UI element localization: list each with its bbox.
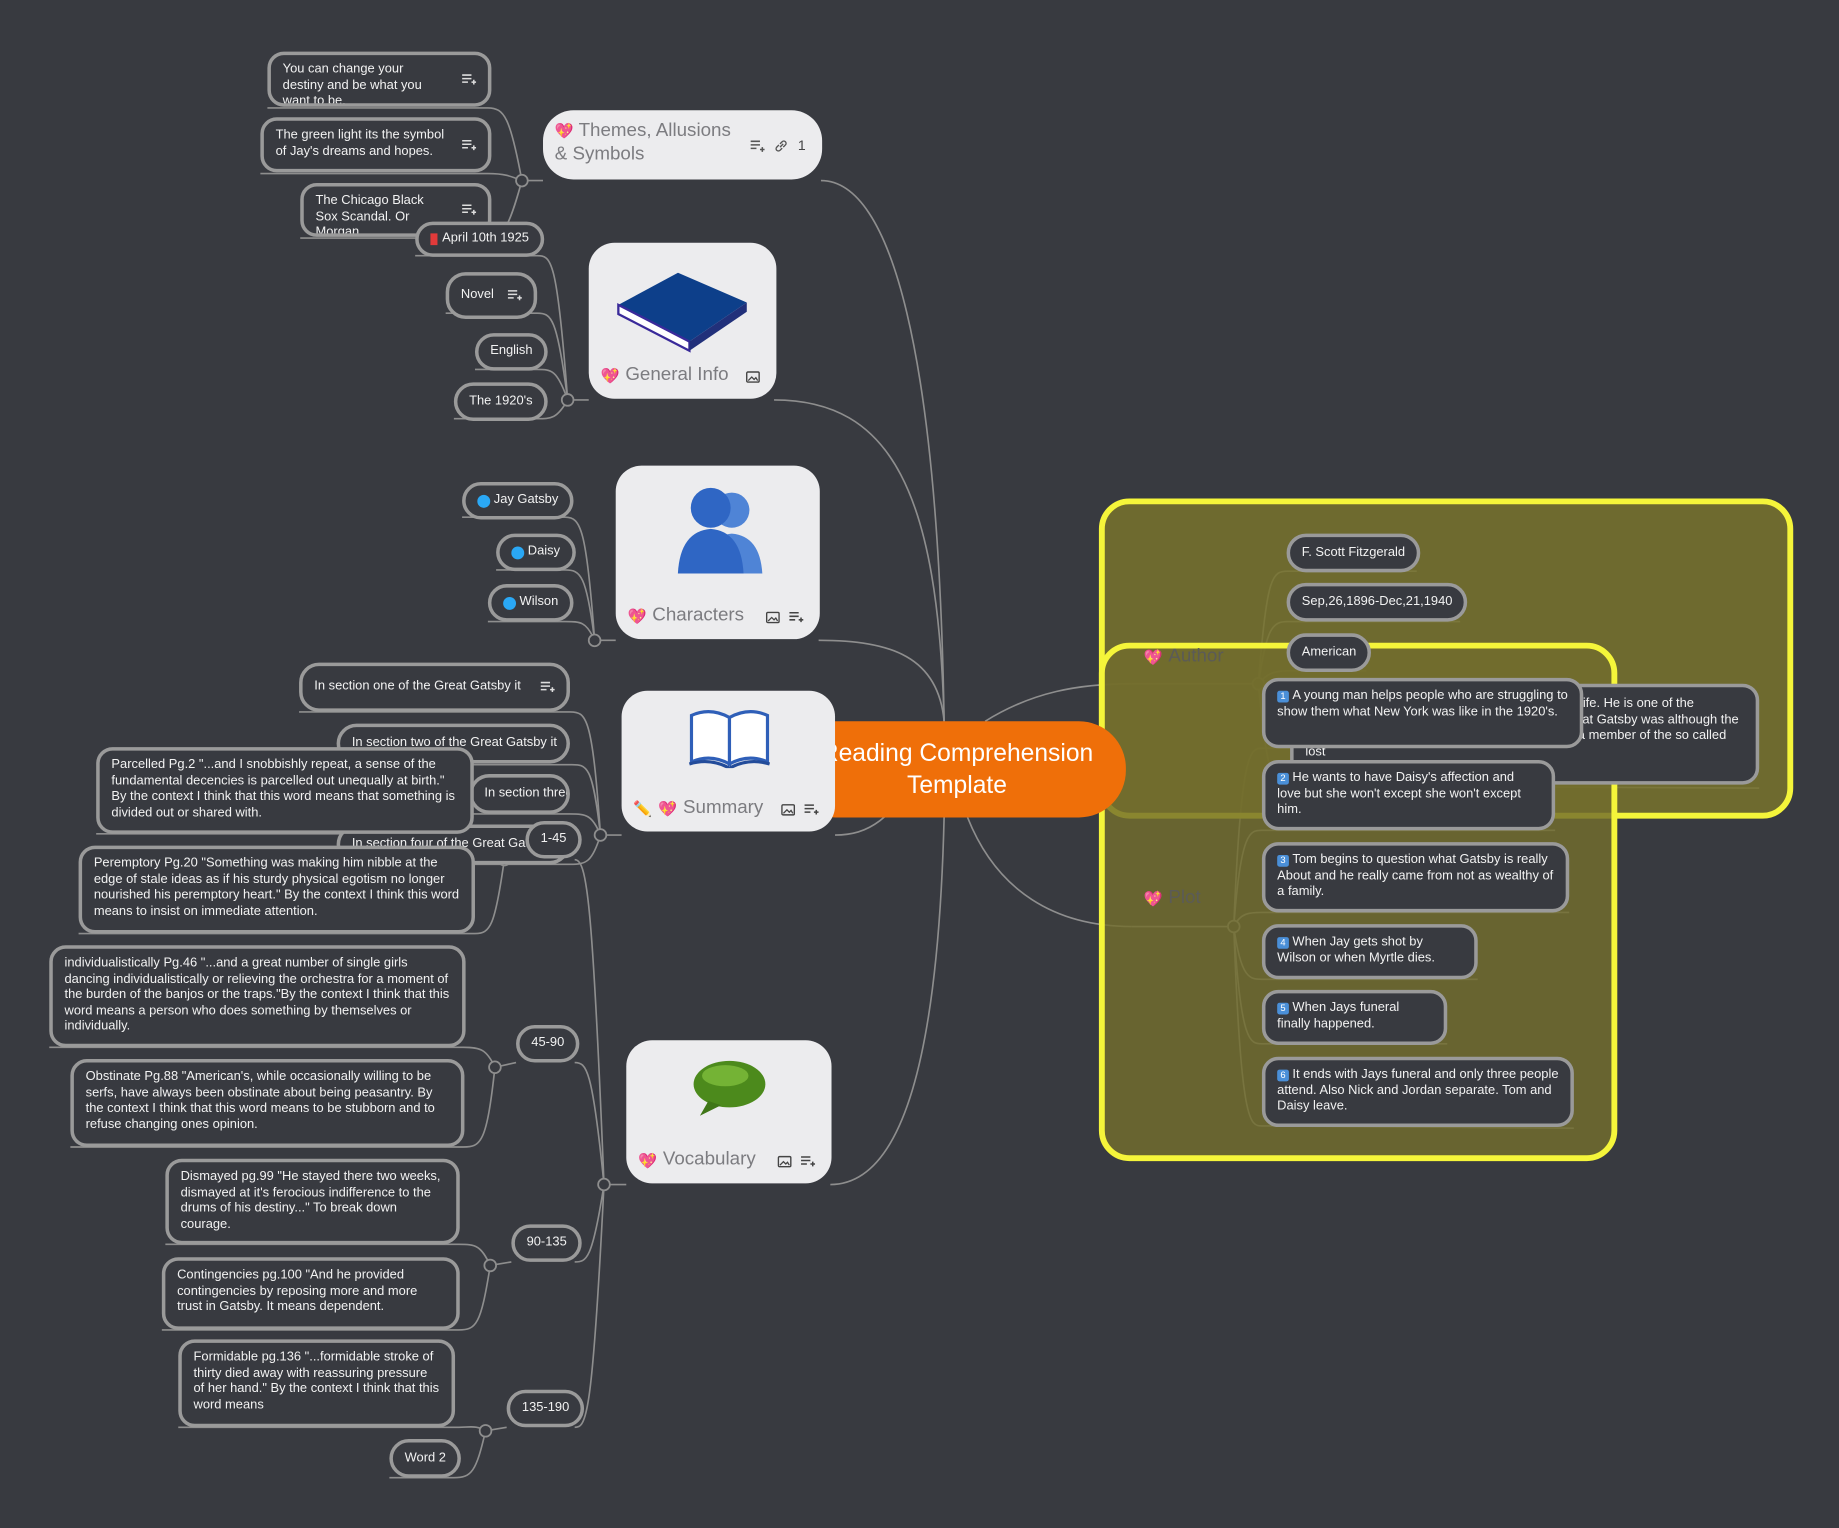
info-genre[interactable]: Novel — [445, 272, 538, 320]
theme-green-light[interactable]: The green light its the symbol of Jay's … — [260, 117, 492, 173]
character-daisy[interactable]: Daisy — [496, 533, 576, 572]
heart-icon: 💖 — [658, 799, 678, 817]
info-language[interactable]: English — [474, 333, 548, 371]
people-icon — [677, 487, 763, 574]
notes-icon[interactable] — [540, 681, 555, 693]
heart-icon: 💖 — [600, 366, 620, 385]
general-info-node[interactable]: 💖 General Info — [588, 242, 777, 399]
blue-dot-icon — [477, 494, 491, 508]
bookmark-icon — [430, 233, 438, 246]
image-icon[interactable] — [746, 371, 760, 384]
link-icon[interactable] — [774, 139, 788, 152]
summary-section-1[interactable]: In section one of the Great Gatsby it — [299, 662, 570, 712]
author-name[interactable]: F. Scott Fitzgerald — [1286, 533, 1421, 573]
info-publish-date[interactable]: April 10th 1925 — [415, 221, 545, 257]
speech-bubble-icon — [693, 1060, 766, 1116]
author-dates[interactable]: Sep,26,1896-Dec,21,1940 — [1286, 582, 1468, 622]
notes-icon[interactable] — [462, 204, 477, 216]
notes-icon[interactable] — [750, 139, 766, 152]
heart-icon: 💖 — [1143, 647, 1163, 666]
vocab-obstinate[interactable]: Obstinate Pg.88 "American's, while occas… — [70, 1059, 465, 1147]
notes-icon[interactable] — [801, 1155, 816, 1168]
vocab-word-2[interactable]: Word 2 — [389, 1439, 462, 1478]
pencil-icon: ✏️ — [633, 799, 653, 817]
vocab-individualistically[interactable]: individualistically Pg.46 "...and a grea… — [49, 945, 466, 1048]
image-icon[interactable] — [781, 803, 796, 816]
author-nationality[interactable]: American — [1286, 633, 1372, 673]
vocab-formidable[interactable]: Formidable pg.136 "...formidable stroke … — [178, 1339, 456, 1428]
character-wilson[interactable]: Wilson — [487, 584, 574, 622]
image-icon[interactable] — [765, 611, 780, 624]
theme-destiny[interactable]: You can change your destiny and be what … — [267, 51, 492, 107]
character-jay-gatsby[interactable]: Jay Gatsby — [462, 482, 574, 520]
author-label[interactable]: 💖 Author — [1143, 646, 1224, 667]
themes-node[interactable]: 💖 Themes, Allusions & Symbols 1 — [543, 110, 823, 180]
vocab-contingencies[interactable]: Contingencies pg.100 "And he provided co… — [161, 1257, 460, 1330]
vocab-range-135-190[interactable]: 135-190 — [506, 1389, 585, 1428]
open-book-icon — [688, 710, 771, 769]
blue-dot-icon — [503, 596, 517, 610]
notes-icon[interactable] — [462, 73, 477, 85]
heart-icon: 💖 — [1143, 889, 1163, 908]
plot-label[interactable]: 💖 Plot — [1143, 887, 1201, 908]
summary-section-3[interactable]: In section three of the Great Gatsby it — [469, 774, 570, 814]
heart-icon: 💖 — [554, 121, 574, 140]
vocab-range-90-135[interactable]: 90-135 — [511, 1224, 583, 1262]
vocab-dismayed[interactable]: Dismayed pg.99 "He stayed there two week… — [165, 1158, 460, 1245]
notes-icon[interactable] — [804, 803, 819, 816]
vocab-range-45-90[interactable]: 45-90 — [516, 1025, 580, 1063]
vocab-range-1-45[interactable]: 1-45 — [525, 820, 582, 859]
notes-icon[interactable] — [789, 611, 804, 624]
blue-dot-icon — [511, 545, 525, 559]
summary-node[interactable]: ✏️ 💖 Summary — [621, 690, 836, 832]
vocab-parcelled[interactable]: Parcelled Pg.2 "...and I snobbishly repe… — [96, 747, 474, 834]
heart-icon: 💖 — [638, 1151, 657, 1169]
info-era[interactable]: The 1920's — [453, 382, 548, 422]
notes-icon[interactable] — [507, 290, 522, 302]
notes-icon[interactable] — [462, 139, 477, 151]
heart-icon: 💖 — [627, 606, 647, 625]
vocab-peremptory[interactable]: Peremptory Pg.20 "Something was making h… — [78, 845, 475, 934]
image-icon[interactable] — [777, 1155, 792, 1168]
characters-node[interactable]: 💖 Characters — [615, 465, 820, 640]
book-icon — [617, 272, 747, 353]
vocabulary-node[interactable]: 💖 Vocabulary — [626, 1040, 832, 1184]
